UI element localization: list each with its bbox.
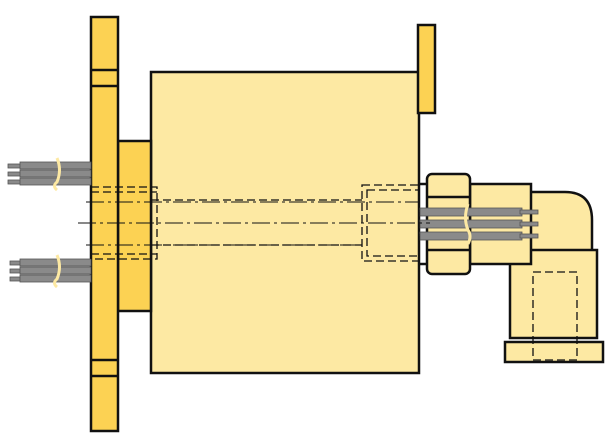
centerlines <box>78 201 430 246</box>
connector-base <box>503 340 605 364</box>
hub <box>116 139 153 313</box>
left-cable-top <box>7 161 92 186</box>
mounting-tab <box>416 23 437 115</box>
right-cable <box>419 207 539 241</box>
left-cable-bottom <box>9 258 92 283</box>
elbow-connector <box>528 190 594 264</box>
flange <box>89 15 120 433</box>
